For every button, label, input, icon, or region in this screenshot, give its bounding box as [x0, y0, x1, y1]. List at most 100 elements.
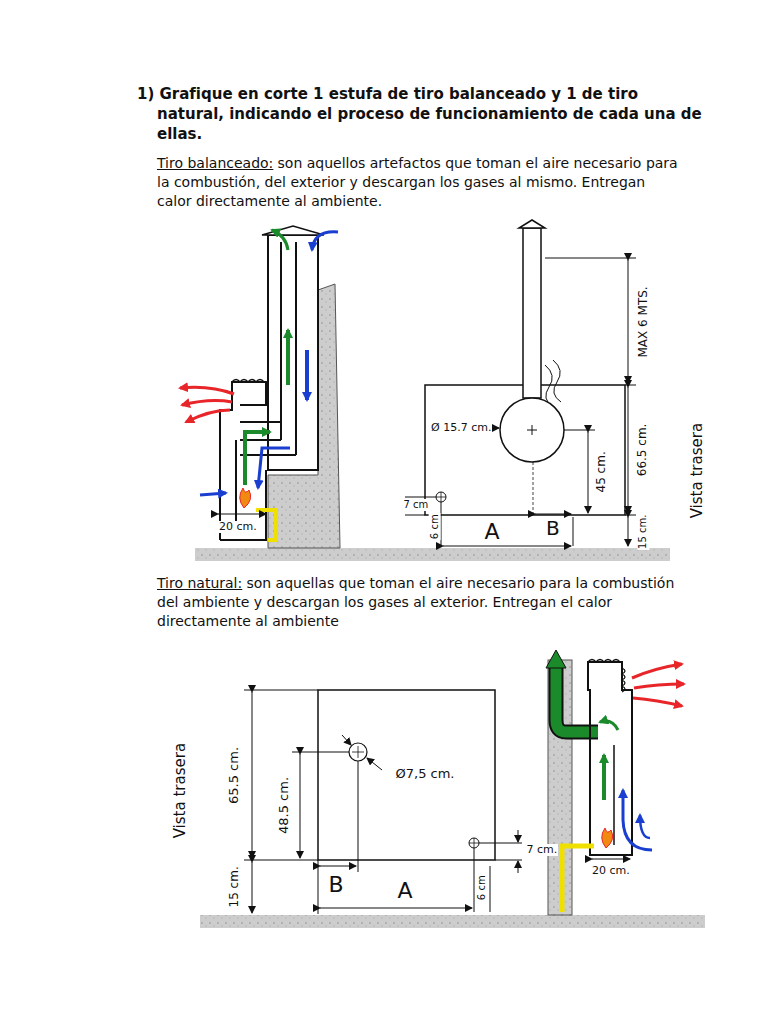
illustration-shape — [625, 385, 636, 386]
illustration-shape — [240, 488, 251, 508]
definition-paragraph: Tiro natural:son aquellas que toman el a… — [157, 574, 689, 631]
illustration-shape — [588, 660, 620, 663]
illustration-shape — [318, 690, 495, 860]
illustration-shape — [564, 430, 595, 431]
illustration-shape — [562, 846, 594, 912]
illustration-shape — [320, 908, 472, 909]
illustration-shape — [280, 242, 282, 440]
illustration-shape — [320, 866, 356, 867]
term-label: Tiro natural: — [157, 575, 242, 591]
illustration-shape — [358, 761, 359, 872]
illustration-shape — [625, 515, 636, 516]
dimension-label: 7 cm. — [526, 844, 559, 857]
illustration-shape — [235, 440, 237, 530]
dimension-label: 45 cm. — [594, 450, 608, 493]
illustration-shape — [232, 380, 264, 383]
illustration-shape — [436, 492, 446, 502]
illustration-shape — [240, 454, 296, 456]
illustration-shape — [553, 360, 561, 402]
dimension-label: 7 cm — [403, 499, 430, 511]
illustration-shape — [556, 668, 598, 732]
dimension-label: Ø7,5 cm. — [395, 767, 456, 782]
illustration-shape — [252, 692, 253, 858]
illustration-shape — [240, 404, 268, 406]
illustration-shape — [600, 721, 618, 730]
dimension-label: 20 cm. — [218, 521, 258, 534]
view-label: Vista trasera — [689, 421, 706, 518]
dimension-label: MAX 6 MTS. — [636, 285, 650, 358]
illustration-shape — [634, 684, 684, 688]
natural-flue-section — [200, 650, 705, 928]
illustration-shape — [588, 432, 589, 513]
illustration-shape — [195, 548, 670, 561]
illustration-shape — [493, 428, 499, 429]
illustration-shape — [519, 220, 545, 228]
illustration-shape — [240, 421, 281, 423]
illustration-shape — [469, 838, 479, 848]
illustration-shape — [186, 410, 230, 422]
illustration-shape — [295, 242, 297, 455]
dimension-label: 15 cm. — [637, 514, 649, 550]
illustration-shape — [244, 860, 318, 861]
illustration-shape — [535, 514, 571, 515]
illustration-shape — [469, 838, 479, 848]
illustration-shape — [300, 754, 301, 858]
illustration-shape — [628, 260, 629, 383]
illustration-shape — [244, 690, 318, 691]
dimension-label: 15 cm. — [227, 865, 241, 908]
illustration-shape — [613, 745, 615, 845]
illustration-shape — [200, 493, 226, 495]
illustration-shape — [533, 462, 534, 514]
illustration-shape — [495, 860, 522, 861]
illustration-shape — [479, 843, 522, 844]
illustration-shape — [436, 492, 446, 502]
illustration-shape — [546, 650, 566, 668]
illustration-shape — [200, 915, 705, 928]
illustration-shape — [305, 350, 309, 400]
illustration-shape — [633, 698, 682, 706]
illustration-shape — [490, 866, 491, 912]
illustration-shape — [602, 755, 606, 800]
dimension-label: 66.5 cm. — [636, 423, 650, 478]
illustration-shape — [518, 830, 519, 842]
dimension-label: 6 cm — [475, 874, 487, 901]
dimension-letter: B — [328, 872, 345, 897]
illustration-shape — [592, 859, 630, 860]
illustration-shape — [218, 514, 266, 515]
illustration-shape — [523, 228, 541, 398]
illustration-shape — [628, 517, 629, 546]
illustration-shape — [245, 432, 270, 485]
dimension-label: Ø 15.7 cm. — [430, 422, 492, 435]
illustration-shape — [318, 860, 319, 914]
illustration-shape — [588, 662, 632, 855]
dimension-letter: A — [484, 519, 501, 544]
illustration-shape — [545, 258, 636, 259]
illustration-shape — [312, 232, 338, 250]
illustration-shape — [349, 743, 367, 761]
illustration-shape — [474, 848, 475, 912]
balanced-flue-section — [180, 220, 670, 561]
illustration-shape — [286, 330, 290, 385]
illustration-shape — [441, 502, 442, 546]
illustration-shape — [292, 752, 349, 753]
illustration-shape — [258, 448, 290, 488]
illustration-shape — [443, 546, 571, 547]
illustration-shape — [180, 387, 234, 394]
illustration-shape — [352, 746, 364, 758]
illustration-shape — [602, 828, 613, 848]
page-heading: 1) Grafique en corte 1 estufa de tiro ba… — [137, 84, 702, 144]
illustration-shape — [500, 398, 564, 462]
illustration-shape — [640, 815, 650, 838]
dimension-label: 6 cm — [428, 513, 440, 540]
illustration-shape — [425, 385, 625, 515]
dimension-letter: A — [397, 878, 414, 903]
illustration-shape — [405, 497, 436, 498]
illustration-shape — [556, 668, 598, 732]
dimension-label: 48.5 cm. — [277, 775, 292, 834]
illustration-shape — [622, 668, 625, 692]
illustration-shape — [342, 735, 351, 745]
illustration-shape — [272, 230, 288, 250]
illustration-shape — [262, 226, 324, 235]
illustration-shape — [518, 861, 519, 873]
